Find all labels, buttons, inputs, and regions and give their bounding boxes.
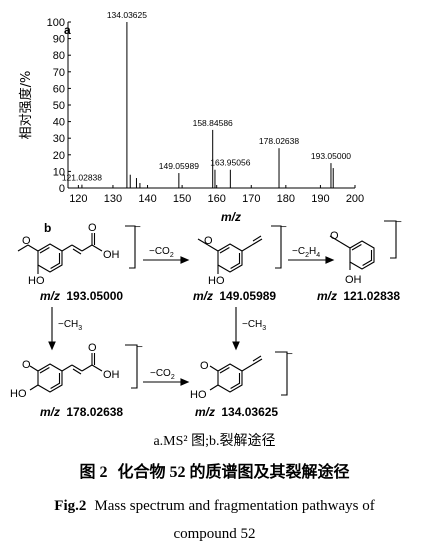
figure-subcaption: a.MS² 图;b.裂解途径 xyxy=(153,434,276,449)
caption-cn-number: 图 2 xyxy=(79,464,108,481)
arrow-193-149: −CO2 xyxy=(143,246,190,264)
loss-c2h4-label: −C2H4 xyxy=(292,246,320,259)
loss-co2-label-2: −CO2 xyxy=(150,368,175,381)
mz-121-label: m/z 121.02838 xyxy=(317,289,400,303)
x-tick-label: 140 xyxy=(138,193,156,205)
arrow-149-134: −CH3 xyxy=(232,307,266,351)
hydroxyl-ho-134: HO xyxy=(190,389,207,401)
x-tick-label: 130 xyxy=(104,193,122,205)
arrow-193-178: −CH3 xyxy=(48,307,82,351)
y-tick-label: 100 xyxy=(47,17,65,29)
molecule-193: O HO OH O − xyxy=(17,222,141,287)
carboxyl-oh: OH xyxy=(103,249,120,261)
peak-label: 178.02638 xyxy=(259,136,299,146)
mz-193-label: m/z 193.05000 xyxy=(40,289,123,303)
caption-cn-text: 化合物 52 的质谱图及其裂解途径 xyxy=(117,464,350,481)
arrow-178-134: −CO2 xyxy=(143,368,190,386)
phenoxy-o-134: O xyxy=(200,360,209,372)
peak-label: 163.95056 xyxy=(210,158,250,168)
y-tick-label: 40 xyxy=(53,117,65,129)
molecule-121: O OH − xyxy=(329,217,402,286)
mz-134-label: m/z 134.03625 xyxy=(195,405,278,419)
y-tick-label: 80 xyxy=(53,50,65,62)
charge-193: − xyxy=(135,222,141,233)
y-axis-label: 相对强度/% xyxy=(18,71,34,140)
y-tick-label: 60 xyxy=(53,83,65,95)
y-tick-label: 20 xyxy=(53,150,65,162)
y-tick-label: 70 xyxy=(53,67,65,79)
y-tick-label: 50 xyxy=(53,100,65,112)
y-tick-label: 10 xyxy=(53,166,65,178)
x-tick-label: 150 xyxy=(173,193,191,205)
molecule-149: O HO − xyxy=(197,222,287,287)
hydroxyl-ho-178: HO xyxy=(10,388,27,400)
methoxy-o-121: O xyxy=(330,230,339,242)
fragmentation-pathways: b O HO OH O − m/z 193.050 xyxy=(10,217,402,419)
caption-en-fig: Fig.2 xyxy=(54,498,87,514)
arrow-149-121: −C2H4 xyxy=(288,246,335,264)
x-tick-label: 200 xyxy=(346,193,364,205)
mz-178-label: m/z 178.02638 xyxy=(40,405,123,419)
figure-caption-en: Fig.2 Mass spectrum and fragmentation pat… xyxy=(0,498,429,515)
carboxyl-oh-178: OH xyxy=(103,369,120,381)
peak-label: 121.02838 xyxy=(62,173,102,183)
x-tick-label: 160 xyxy=(208,193,226,205)
figure-caption-cn: 图 2 化合物 52 的质谱图及其裂解途径 xyxy=(0,458,429,482)
loss-ch3-label-2: −CH3 xyxy=(242,319,266,332)
hydroxyl-ho-149: HO xyxy=(208,275,225,287)
peak-label: 134.03625 xyxy=(107,10,147,20)
carbonyl-o-178: O xyxy=(88,342,97,354)
figure-caption-en-line2: compound 52 xyxy=(173,526,256,542)
hydroxyl-oh-121: OH xyxy=(345,274,362,286)
mz-italic: m/z xyxy=(40,289,60,303)
mz-149-label: m/z 149.05989 xyxy=(193,289,276,303)
peak-label: 149.05989 xyxy=(159,161,199,171)
mz-193-value: 193.05000 xyxy=(66,289,123,303)
caption-en-line1: Mass spectrum and fragmentation pathways… xyxy=(94,498,375,514)
x-tick-label: 190 xyxy=(311,193,329,205)
loss-co2-label-1: −CO2 xyxy=(149,246,174,259)
phenoxy-o-178: O xyxy=(22,359,31,371)
hydroxyl-ho: HO xyxy=(28,275,45,287)
x-tick-label: 180 xyxy=(277,193,295,205)
peaks: 121.02838 134.03625 149.05989 158.84586 163.… xyxy=(62,10,351,188)
peak-label: 158.84586 xyxy=(193,118,233,128)
x-tick-label: 120 xyxy=(69,193,87,205)
charge-149: − xyxy=(281,222,287,233)
molecule-178: O HO OH O − xyxy=(10,342,143,400)
axes: 0 10 20 30 40 50 60 70 80 90 100 120 130 140 150 160 170… xyxy=(47,17,365,205)
x-tick-label: 170 xyxy=(242,193,260,205)
carbonyl-o: O xyxy=(88,222,97,234)
charge-134: − xyxy=(287,349,293,360)
charge-178: − xyxy=(137,342,143,353)
methoxy-o-149: O xyxy=(204,235,213,247)
y-tick-label: 30 xyxy=(53,133,65,145)
molecule-134: O HO − xyxy=(190,349,293,401)
panel-b-label: b xyxy=(44,221,51,235)
x-axis-label: m/z xyxy=(221,210,241,224)
charge-121: − xyxy=(396,217,402,228)
peak-label: 193.05000 xyxy=(311,151,351,161)
loss-ch3-label-1: −CH3 xyxy=(58,319,82,332)
y-tick-label: 90 xyxy=(53,34,65,46)
methoxy-o: O xyxy=(22,235,31,247)
y-tick-label: 0 xyxy=(59,183,65,195)
